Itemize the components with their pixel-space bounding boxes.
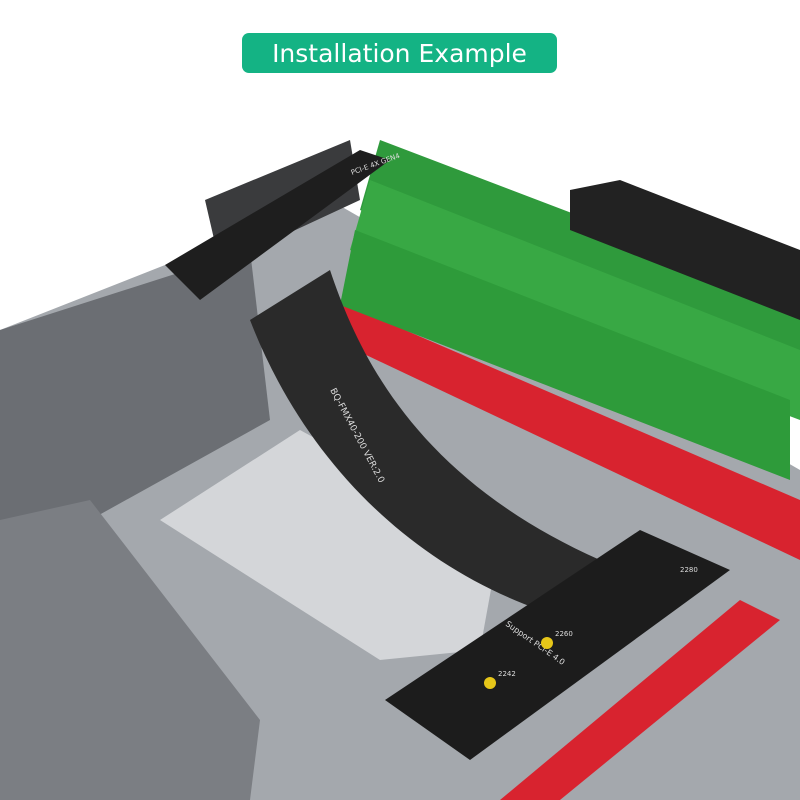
cpu-socket bbox=[160, 430, 500, 660]
pcie-slot-red bbox=[500, 600, 780, 800]
ram-slot-red bbox=[335, 300, 800, 560]
riser-card bbox=[165, 150, 390, 300]
size-2260: 2260 bbox=[555, 630, 573, 638]
mount-hole-2242 bbox=[484, 677, 496, 689]
size-2242: 2242 bbox=[498, 670, 516, 678]
flex-cable bbox=[250, 270, 600, 610]
title-badge: Installation Example bbox=[242, 33, 557, 73]
ram-stick-3 bbox=[340, 230, 790, 480]
size-2280: 2280 bbox=[680, 566, 698, 574]
mount-hole-2260 bbox=[541, 637, 553, 649]
m2-adapter-card bbox=[385, 530, 730, 760]
heatsink-lower bbox=[0, 500, 260, 800]
power-connector bbox=[570, 180, 800, 320]
heatsink bbox=[0, 250, 270, 560]
